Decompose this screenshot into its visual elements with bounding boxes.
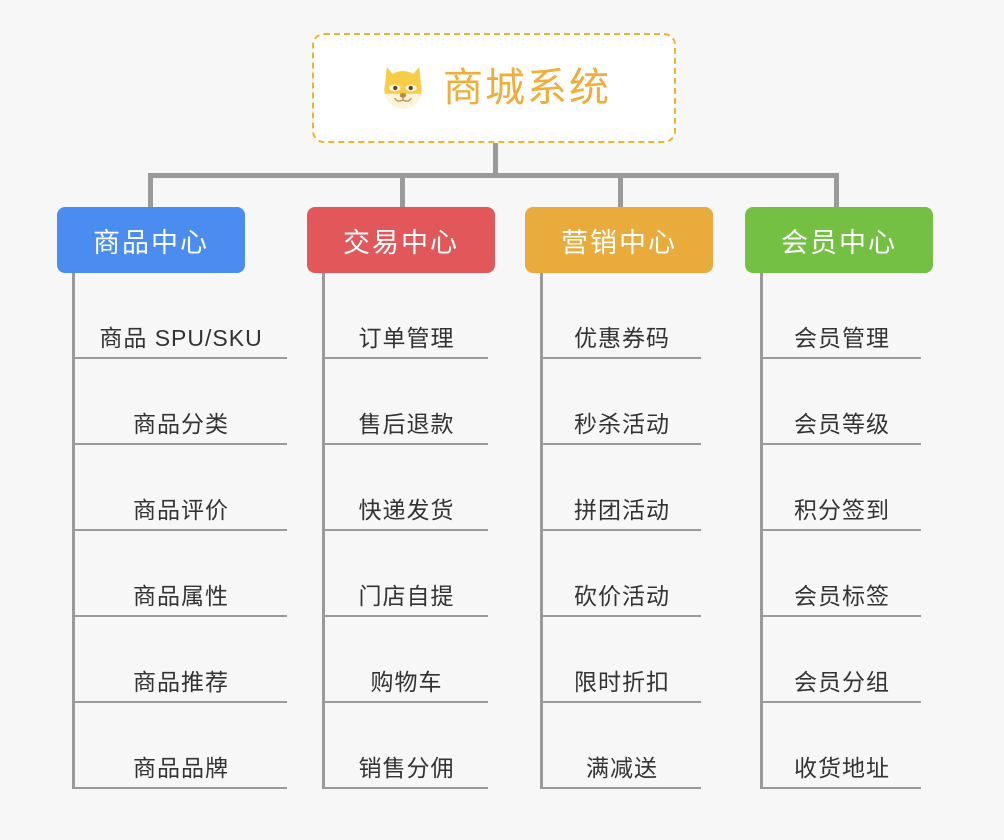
- leaf-list-product-center: 商品 SPU/SKU 商品分类 商品评价 商品属性 商品推荐 商品品牌: [72, 273, 297, 789]
- leaf-list-marketing-center: 优惠券码 秒杀活动 拼团活动 砍价活动 限时折扣 满减送: [540, 273, 730, 789]
- list-item[interactable]: 砍价活动: [543, 531, 701, 617]
- list-item[interactable]: 商品品牌: [75, 703, 287, 789]
- list-item[interactable]: 收货地址: [763, 703, 921, 789]
- list-item[interactable]: 订单管理: [325, 283, 488, 359]
- list-item[interactable]: 限时折扣: [543, 617, 701, 703]
- connector-drop-3: [618, 173, 623, 209]
- list-item[interactable]: 快递发货: [325, 445, 488, 531]
- list-item[interactable]: 满减送: [543, 703, 701, 789]
- list-item[interactable]: 商品分类: [75, 359, 287, 445]
- connector-drop-2: [400, 173, 405, 209]
- leaf-list-member-center: 会员管理 会员等级 积分签到 会员标签 会员分组 收货地址: [760, 273, 945, 789]
- shiba-dog-face-icon: [384, 66, 422, 109]
- branch-member-center: 会员中心 会员管理 会员等级 积分签到 会员标签 会员分组 收货地址: [745, 207, 945, 789]
- root-title: 商城系统: [443, 66, 611, 110]
- list-item[interactable]: 会员管理: [763, 283, 921, 359]
- list-item[interactable]: 积分签到: [763, 445, 921, 531]
- list-item[interactable]: 销售分佣: [325, 703, 488, 789]
- leaf-list-trade-center: 订单管理 售后退款 快递发货 门店自提 购物车 销售分佣: [322, 273, 527, 789]
- branch-product-center: 商品中心 商品 SPU/SKU 商品分类 商品评价 商品属性 商品推荐 商品品牌: [57, 207, 297, 789]
- list-item[interactable]: 商品推荐: [75, 617, 287, 703]
- list-item[interactable]: 会员标签: [763, 531, 921, 617]
- connector-horizontal-spine: [148, 173, 839, 178]
- list-item[interactable]: 购物车: [325, 617, 488, 703]
- branch-header-trade-center[interactable]: 交易中心: [307, 207, 495, 273]
- connector-drop-1: [148, 173, 153, 209]
- list-item[interactable]: 秒杀活动: [543, 359, 701, 445]
- connector-drop-4: [834, 173, 839, 209]
- branch-marketing-center: 营销中心 优惠券码 秒杀活动 拼团活动 砍价活动 限时折扣 满减送: [525, 207, 730, 789]
- branch-trade-center: 交易中心 订单管理 售后退款 快递发货 门店自提 购物车 销售分佣: [307, 207, 527, 789]
- branch-header-member-center[interactable]: 会员中心: [745, 207, 933, 273]
- list-item[interactable]: 门店自提: [325, 531, 488, 617]
- list-item[interactable]: 商品评价: [75, 445, 287, 531]
- branch-header-product-center[interactable]: 商品中心: [57, 207, 245, 273]
- list-item[interactable]: 拼团活动: [543, 445, 701, 531]
- list-item[interactable]: 商品 SPU/SKU: [75, 283, 287, 359]
- list-item[interactable]: 优惠券码: [543, 283, 701, 359]
- list-item[interactable]: 商品属性: [75, 531, 287, 617]
- connector-root-stem: [493, 143, 498, 176]
- branch-header-marketing-center[interactable]: 营销中心: [525, 207, 713, 273]
- list-item[interactable]: 售后退款: [325, 359, 488, 445]
- root-node[interactable]: 商城系统: [312, 33, 676, 143]
- list-item[interactable]: 会员等级: [763, 359, 921, 445]
- list-item[interactable]: 会员分组: [763, 617, 921, 703]
